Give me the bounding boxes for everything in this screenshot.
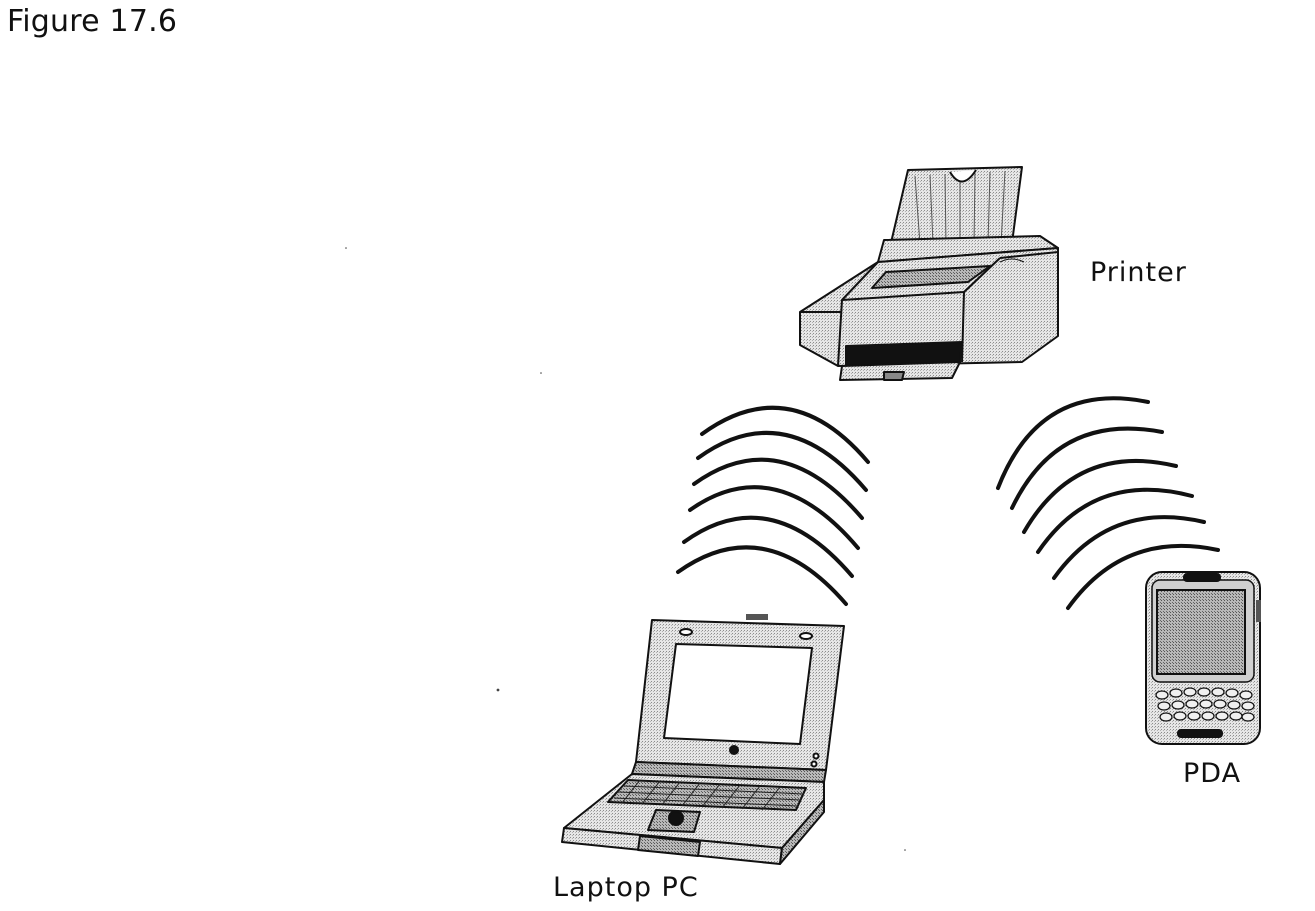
- laptop-label: Laptop PC: [553, 872, 699, 903]
- laptop-icon: [562, 614, 844, 864]
- wireless-waves-icon-laptop: [678, 408, 868, 604]
- pda-icon: [1146, 572, 1261, 744]
- pda-label: PDA: [1183, 758, 1241, 789]
- printer-label: Printer: [1090, 257, 1187, 288]
- printer-icon: [800, 167, 1058, 380]
